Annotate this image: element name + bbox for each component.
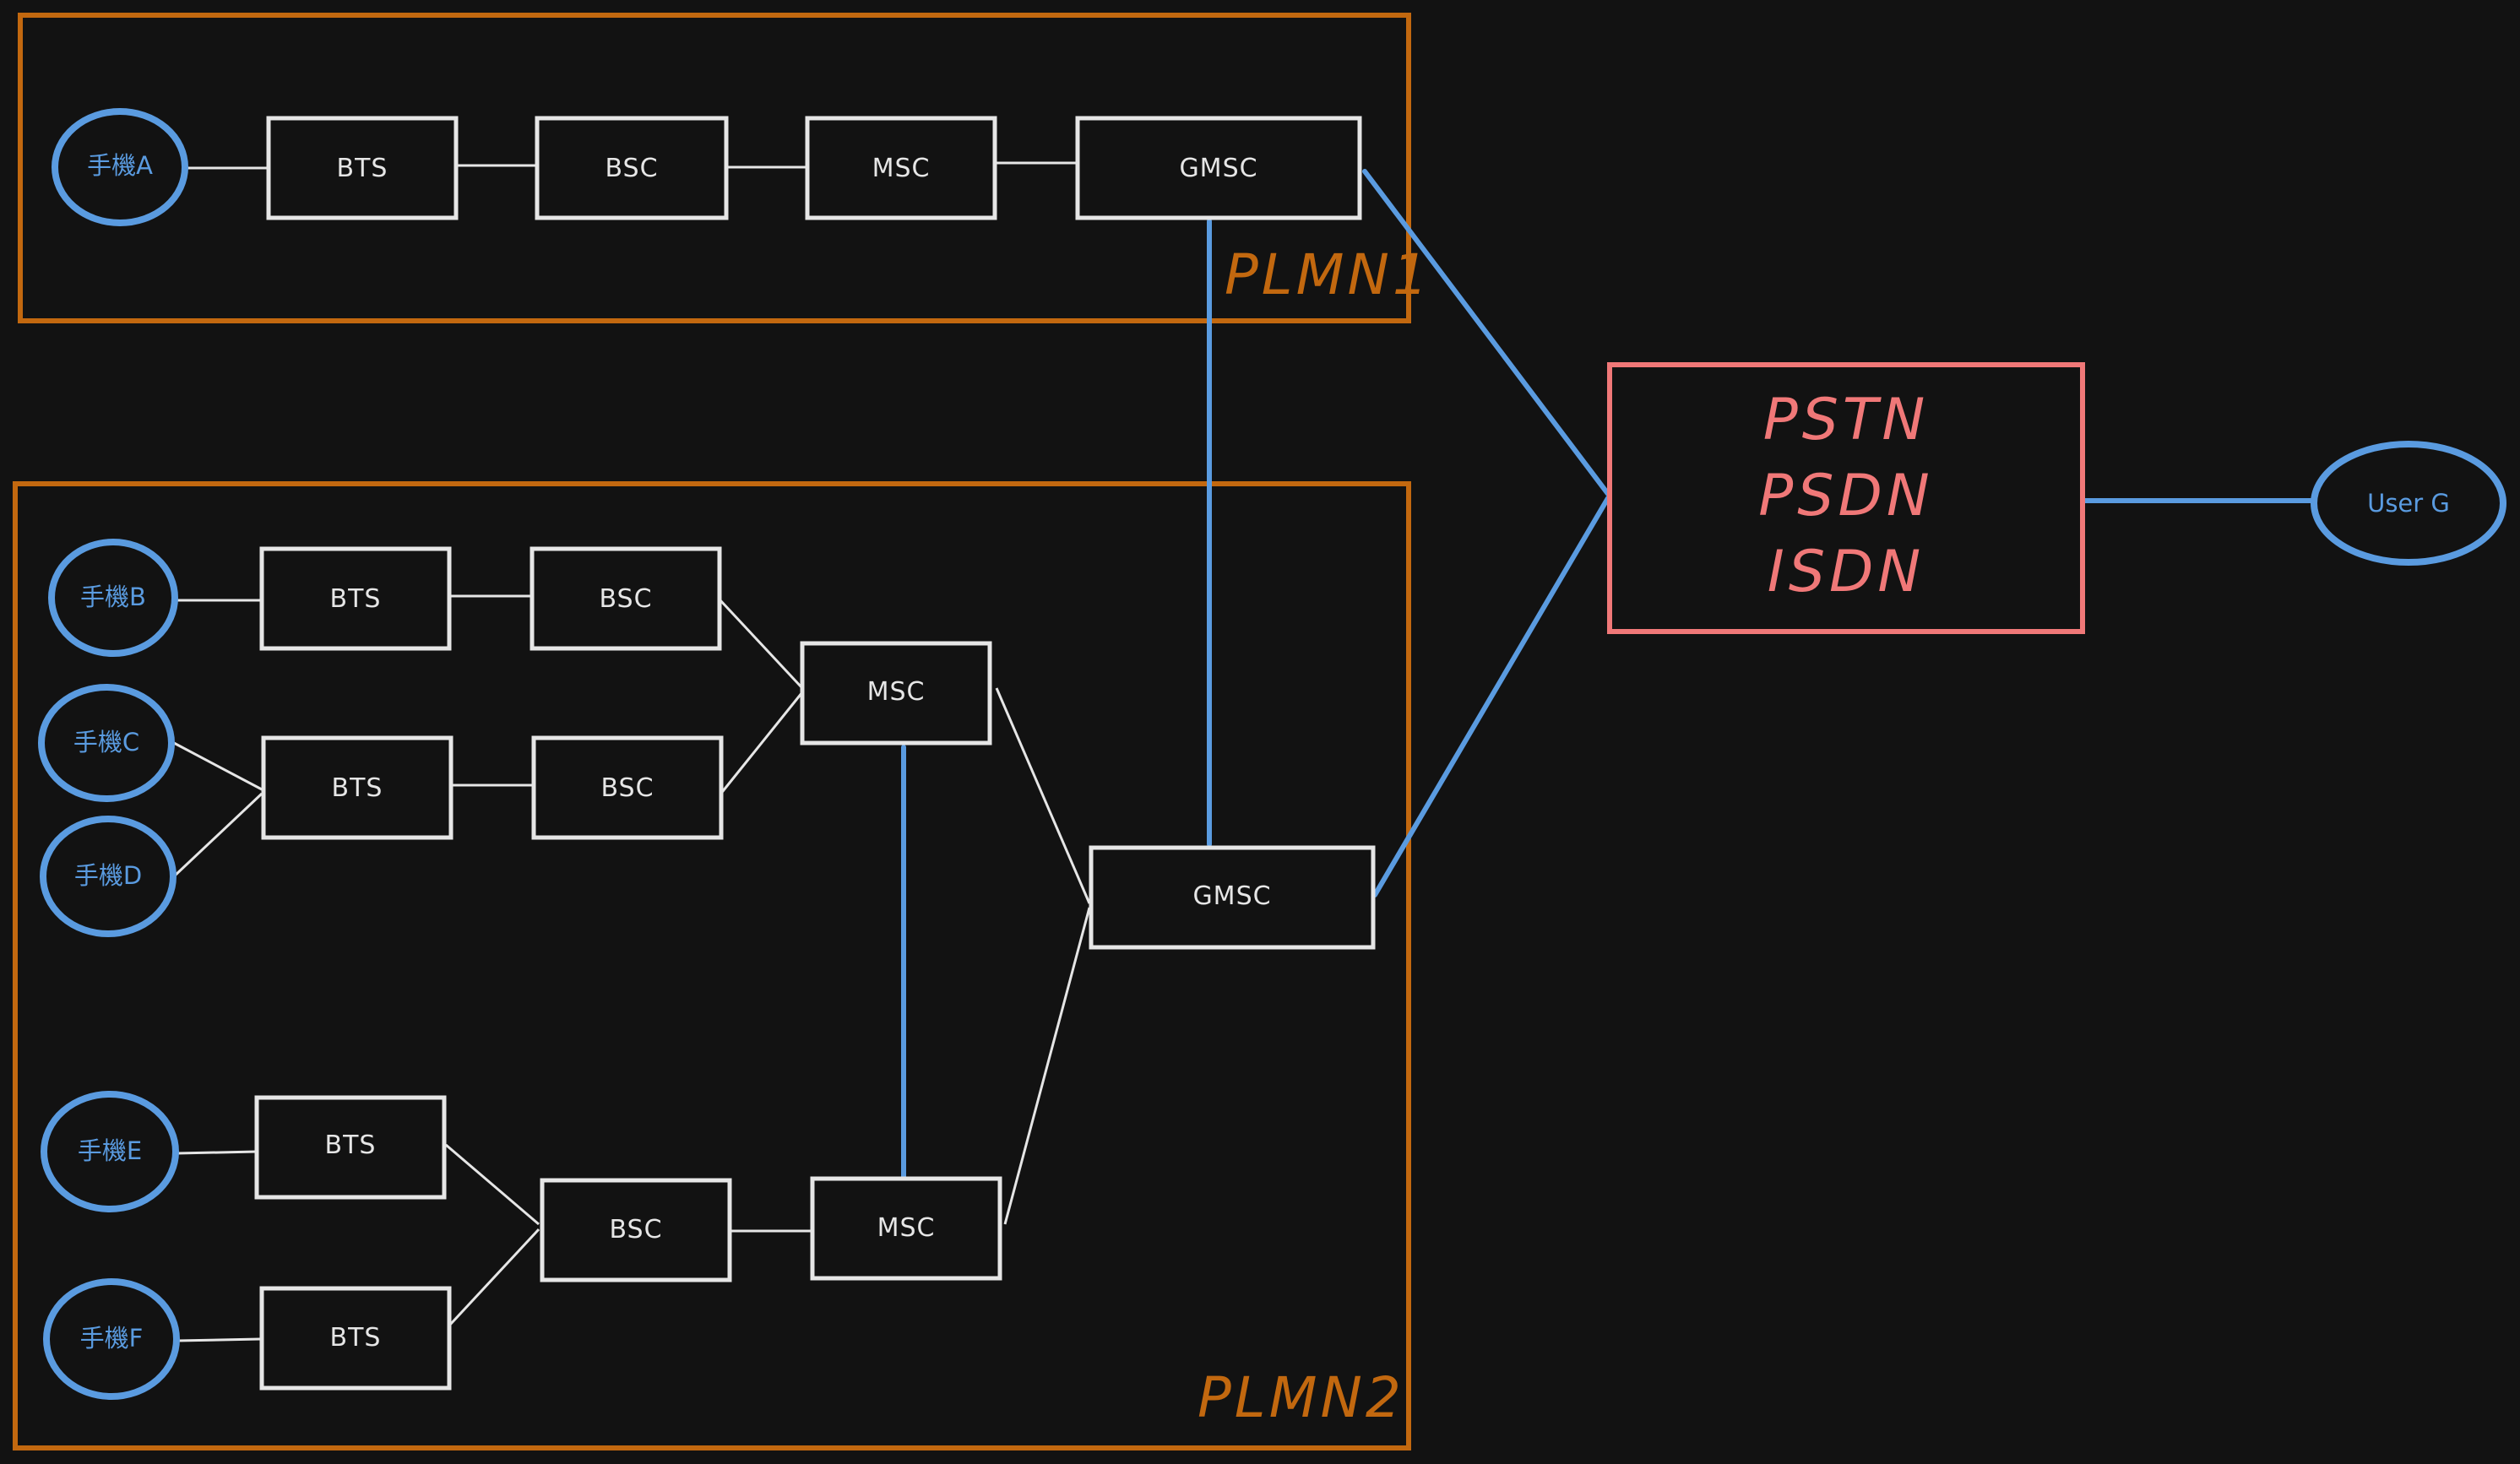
- user-icon: [2311, 441, 2506, 566]
- plmn2-frame: [13, 481, 1411, 1450]
- phone-icon: [48, 539, 178, 657]
- gmsc-label: GMSC: [1179, 154, 1257, 183]
- bts-box: [259, 1286, 452, 1391]
- phone-b-label: 手機B: [80, 583, 146, 611]
- link-bts-e-bsc: [445, 1143, 540, 1226]
- phone-icon: [38, 684, 175, 802]
- phone-c-label: 手機C: [73, 728, 139, 756]
- bts-box: [266, 116, 459, 220]
- user-g-node[interactable]: User G: [2311, 441, 2506, 566]
- plmn1-frame: [18, 13, 1411, 323]
- gmsc-label: GMSC: [1192, 881, 1271, 911]
- bsc-lower-node[interactable]: BSC: [540, 1178, 732, 1282]
- phone-a-node[interactable]: 手機A: [52, 108, 188, 226]
- bts-box: [261, 735, 453, 840]
- bts-f-node[interactable]: BTS: [259, 1286, 452, 1391]
- bsc-upper-2-node[interactable]: BSC: [531, 735, 724, 840]
- bsc-label: BSC: [600, 773, 654, 803]
- plmn1-label: PLMN1: [1225, 242, 1431, 307]
- trunk-gmsc2-pstn: [1372, 496, 1610, 897]
- bsc-node[interactable]: BSC: [535, 116, 729, 220]
- bsc-label: BSC: [605, 154, 658, 183]
- phone-c-node[interactable]: 手機C: [38, 684, 175, 802]
- isdn-label: ISDN: [1768, 539, 1925, 605]
- phone-icon: [40, 816, 177, 937]
- bsc-box: [530, 546, 722, 651]
- trunk-gmsc1-pstn: [1362, 169, 1610, 496]
- user-g-label: User G: [2367, 489, 2450, 518]
- bts-box: [254, 1095, 447, 1200]
- phone-d-label: 手機D: [74, 861, 142, 890]
- msc-label: MSC: [877, 1213, 936, 1243]
- msc-box: [805, 116, 997, 220]
- bts-box: [259, 546, 452, 651]
- bts-label: BTS: [330, 584, 382, 614]
- bsc-box: [540, 1178, 732, 1282]
- bsc-box: [535, 116, 729, 220]
- link-msc-lower-gmsc: [1003, 907, 1091, 1225]
- phone-d-node[interactable]: 手機D: [40, 816, 177, 937]
- plmn2-region: PLMN2: [13, 481, 1411, 1450]
- psdn-label: PSDN: [1758, 463, 1933, 529]
- gmsc-node[interactable]: GMSC: [1075, 116, 1362, 220]
- plmn2-label: PLMN2: [1198, 1365, 1404, 1430]
- phone-b-node[interactable]: 手機B: [48, 539, 178, 657]
- link-phone-c-bts: [173, 741, 263, 791]
- bts-b-node[interactable]: BTS: [259, 546, 452, 651]
- gmsc-box: [1075, 116, 1362, 220]
- bsc-label: BSC: [609, 1215, 662, 1244]
- bsc-upper-1-node[interactable]: BSC: [530, 546, 722, 651]
- msc-node[interactable]: MSC: [805, 116, 997, 220]
- msc-box: [810, 1176, 1002, 1281]
- msc-box: [800, 641, 992, 746]
- gmsc-box: [1089, 845, 1376, 950]
- link-bts-f-bsc: [448, 1228, 540, 1327]
- gmsc-node[interactable]: GMSC: [1089, 845, 1376, 950]
- msc-lower-node[interactable]: MSC: [810, 1176, 1002, 1281]
- phone-f-label: 手機F: [80, 1324, 144, 1353]
- bts-label: BTS: [337, 154, 388, 183]
- pstn-box: [1607, 362, 2085, 634]
- phone-a-label: 手機A: [87, 151, 153, 180]
- link-phone-f-bts: [177, 1337, 261, 1342]
- phone-icon: [52, 108, 188, 226]
- link-msc-upper-gmsc: [995, 687, 1091, 904]
- bts-label: BTS: [330, 1323, 382, 1353]
- bts-node[interactable]: BTS: [266, 116, 459, 220]
- phone-f-node[interactable]: 手機F: [43, 1278, 180, 1400]
- bsc-box: [531, 735, 724, 840]
- phone-e-label: 手機E: [78, 1136, 142, 1165]
- bts-e-node[interactable]: BTS: [254, 1095, 447, 1200]
- local-links: [172, 161, 1091, 1342]
- msc-upper-node[interactable]: MSC: [800, 641, 992, 746]
- plmn1-nodes: 手機A BTS BSC MSC GMSC: [52, 108, 1362, 226]
- plmn2-nodes: 手機B 手機C 手機D 手機E 手機F BTS BTS BTS: [38, 539, 1376, 1400]
- phone-e-node[interactable]: 手機E: [41, 1091, 179, 1212]
- plmn1-region: PLMN1: [18, 13, 1431, 323]
- bts-label: BTS: [332, 773, 383, 803]
- link-phone-d-bts: [172, 792, 263, 878]
- bsc-label: BSC: [599, 584, 652, 614]
- link-bsc1-msc-upper: [718, 598, 804, 690]
- pstn-node[interactable]: PSTN PSDN ISDN: [1607, 362, 2085, 634]
- trunk-links: [901, 169, 2318, 1180]
- msc-label: MSC: [872, 154, 931, 183]
- bts-cd-node[interactable]: BTS: [261, 735, 453, 840]
- phone-icon: [41, 1091, 179, 1212]
- phone-icon: [43, 1278, 180, 1400]
- link-bsc2-msc-upper: [718, 691, 804, 796]
- pstn-label: PSTN: [1763, 387, 1930, 453]
- msc-label: MSC: [867, 677, 926, 707]
- bts-label: BTS: [325, 1131, 377, 1160]
- link-phone-e-bts: [177, 1150, 258, 1155]
